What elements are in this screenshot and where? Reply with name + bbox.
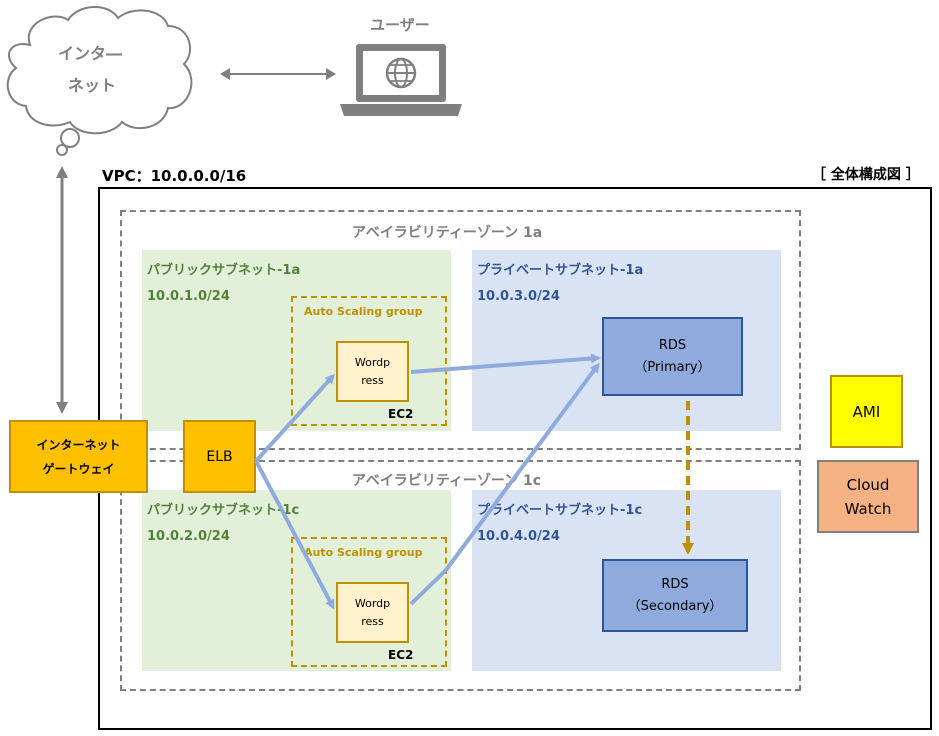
laptop-icon (340, 44, 462, 116)
private-subnet-1c-name: プライベートサブネット-1c (477, 503, 643, 518)
internet-label-line2: ネット (68, 76, 117, 95)
cloudwatch-line1: Cloud (846, 475, 890, 494)
elb: ELB (183, 420, 256, 493)
internet-label-line1: インタ― (58, 44, 123, 63)
rds-secondary: RDS （Secondary） (602, 559, 748, 632)
diagram-title: ［ 全体構成図 ］ (812, 167, 920, 183)
private-subnet-1c-cidr: 10.0.4.0/24 (477, 529, 560, 544)
internet-gateway: インターネットゲートウェイ (9, 420, 148, 493)
igw-line2: ゲートウェイ (42, 461, 115, 476)
wordpress-1c-line1: Wordp (354, 596, 391, 610)
wordpress-ec2-1a: Wordp ress (336, 341, 409, 402)
rds-primary-line1: RDS (658, 337, 687, 353)
internet-igw-arrow (56, 166, 68, 414)
wordpress-1c-line2: ress (361, 614, 384, 628)
ami: AMI (830, 375, 903, 448)
user-label: ユーザー (370, 16, 430, 34)
elb-label: ELB (206, 448, 233, 465)
az-1a-label: アベイラビリティーゾーン 1a (352, 225, 543, 241)
internet-user-arrow (220, 68, 336, 80)
private-subnet-1a-name: プライベートサブネット-1a (477, 263, 644, 278)
ec2-1c-label: EC2 (388, 648, 414, 662)
cloudwatch-line2: Watch (844, 499, 892, 518)
wordpress-ec2-1c: Wordp ress (336, 582, 409, 643)
rds-secondary-line2: （Secondary） (627, 598, 723, 614)
private-subnet-1a-cidr: 10.0.3.0/24 (477, 289, 560, 304)
public-subnet-1c-cidr: 10.0.2.0/24 (147, 529, 230, 544)
az-1c-label: アベイラビリティーゾーン 1c (352, 473, 542, 489)
rds-primary: RDS （Primary） (602, 317, 743, 396)
rds-secondary-line1: RDS (661, 576, 689, 592)
ec2-1a-label: EC2 (388, 407, 414, 421)
vpc-label: VPC：10.0.0.0/16 (102, 167, 247, 185)
asg-1c-label: Auto Scaling group (304, 546, 423, 559)
rds-primary-line2: （Primary） (634, 359, 711, 375)
igw-line1: インターネット (36, 437, 121, 452)
wordpress-1a-line2: ress (361, 373, 384, 387)
wordpress-1a-line1: Wordp (354, 355, 391, 369)
public-subnet-1a-cidr: 10.0.1.0/24 (147, 289, 230, 304)
asg-1a-label: Auto Scaling group (304, 305, 423, 318)
ami-label: AMI (852, 402, 881, 421)
public-subnet-1a-name: パブリックサブネット-1a (147, 263, 301, 278)
internet-cloud (6, 5, 193, 156)
public-subnet-1c-name: パブリックサブネット-1c (147, 503, 300, 518)
